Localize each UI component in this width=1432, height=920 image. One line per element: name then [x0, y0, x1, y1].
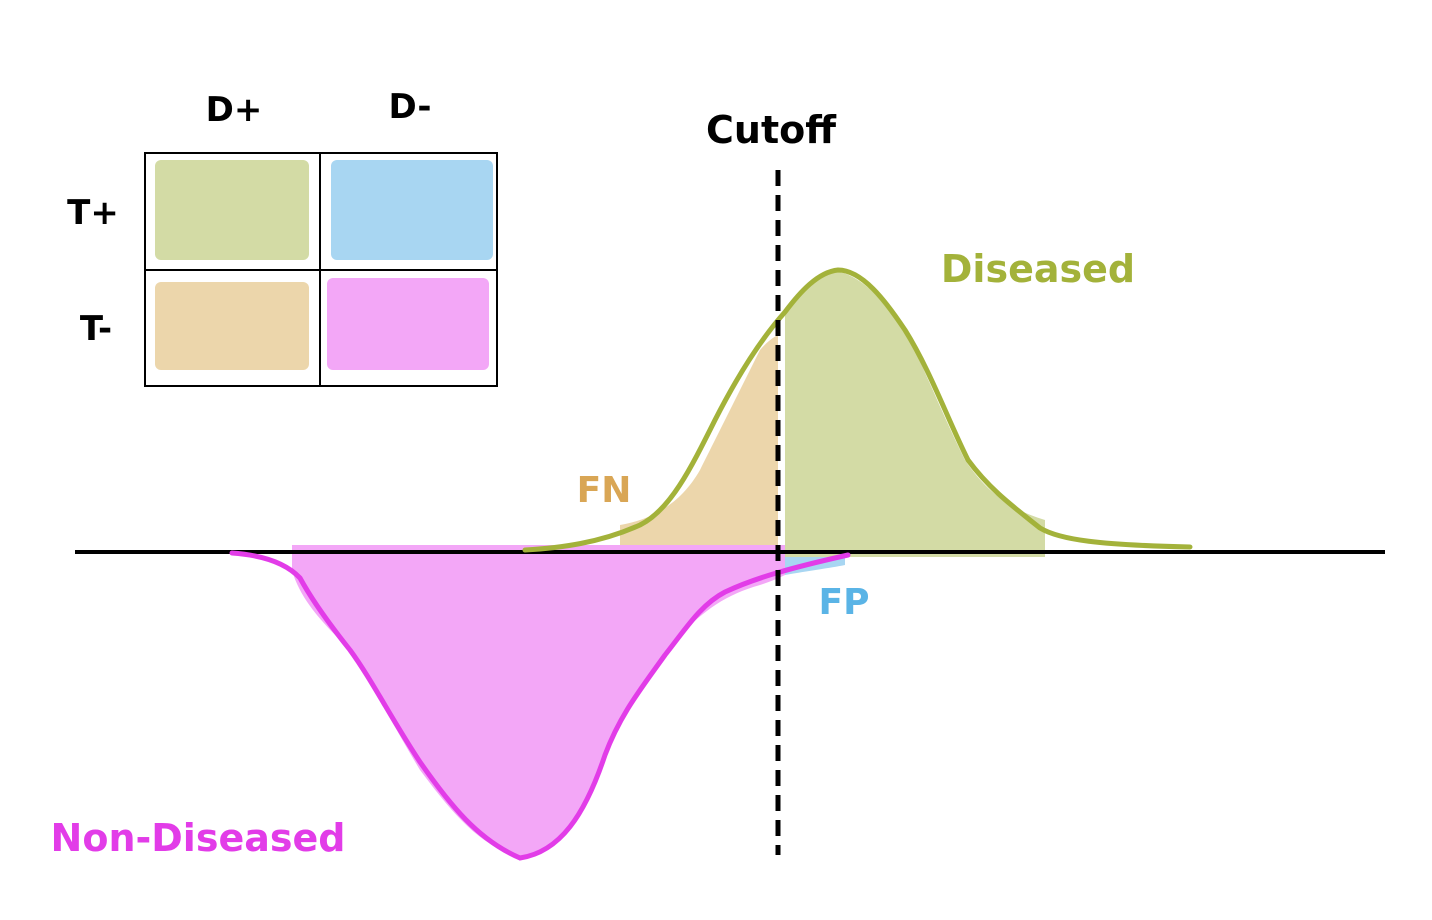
- fp-label: FP: [819, 582, 870, 623]
- fn-area: [620, 335, 778, 545]
- fp-cell: [331, 160, 493, 260]
- col-header-d-minus: D-: [389, 87, 432, 127]
- non-diseased-curve: [229, 550, 851, 861]
- diseased-curve: [522, 267, 1193, 553]
- fn-cell: [155, 282, 309, 370]
- tp-cell: [155, 160, 309, 260]
- fn-label: FN: [577, 470, 632, 511]
- tp-area: [785, 272, 1045, 557]
- row-header-t-minus: T-: [80, 309, 112, 349]
- non-diseased-area: [292, 545, 785, 856]
- contingency-table: D+ D- T+ T-: [67, 87, 498, 387]
- row-header-t-plus: T+: [67, 193, 119, 233]
- tn-cell: [327, 278, 489, 370]
- non-diseased-label: Non-Diseased: [51, 816, 346, 860]
- diseased-label: Diseased: [941, 247, 1135, 291]
- col-header-d-plus: D+: [206, 90, 263, 130]
- cutoff-label: Cutoff: [706, 108, 837, 152]
